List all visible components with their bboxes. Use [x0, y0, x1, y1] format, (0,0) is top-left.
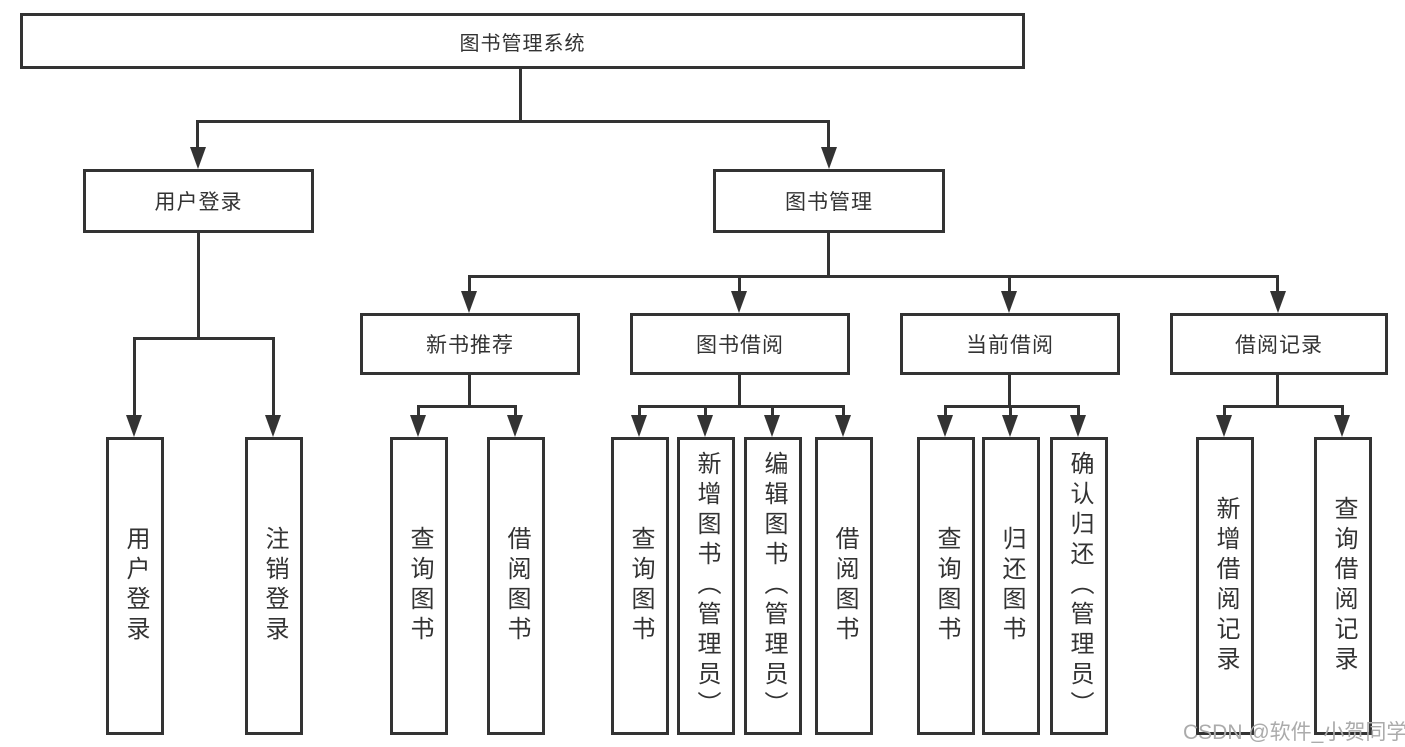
node-borrowing-records: 借阅记录: [1170, 313, 1388, 375]
leaf-query-books-current: 查询图书: [917, 437, 975, 735]
connector: [1223, 405, 1226, 419]
leaf-confirm-return-admin: 确认归还（管理员）: [1050, 437, 1108, 735]
connector: [468, 275, 1279, 278]
leaf-logout: 注销登录: [245, 437, 303, 735]
connector: [514, 405, 517, 419]
arrowhead: [937, 415, 953, 437]
node-label: 借阅记录: [1235, 334, 1323, 357]
connector: [1223, 405, 1344, 408]
leaf-return-books: 归还图书: [982, 437, 1040, 735]
connector: [417, 405, 420, 419]
node-label: 图书管理系统: [459, 32, 586, 55]
connector: [1009, 405, 1012, 419]
connector: [133, 337, 275, 340]
connector: [738, 375, 741, 405]
arrowhead: [461, 291, 477, 313]
arrowhead: [1002, 415, 1018, 437]
arrowhead: [1001, 291, 1017, 313]
arrowhead: [190, 147, 206, 169]
leaf-edit-books-admin: 编辑图书（管理员）: [744, 437, 802, 735]
node-root-library-management-system: 图书管理系统: [20, 13, 1025, 69]
connector: [1077, 405, 1080, 419]
connector: [519, 69, 522, 120]
connector: [827, 233, 830, 275]
arrowhead: [835, 415, 851, 437]
node-label: 借阅图书: [831, 526, 858, 646]
node-label: 图书管理: [785, 191, 873, 214]
arrowhead: [821, 147, 837, 169]
node-label: 确认归还（管理员）: [1066, 451, 1093, 721]
leaf-user-login: 用户登录: [106, 437, 164, 735]
arrowhead: [1070, 415, 1086, 437]
arrowhead: [697, 415, 713, 437]
connector: [638, 405, 641, 419]
connector: [1276, 275, 1279, 295]
arrowhead: [410, 415, 426, 437]
arrowhead: [1334, 415, 1350, 437]
arrowhead: [1216, 415, 1232, 437]
leaf-query-books-recommend: 查询图书: [390, 437, 448, 735]
connector: [196, 120, 830, 123]
leaf-borrow-books-borrowing: 借阅图书: [815, 437, 873, 735]
node-label: 查询图书: [406, 526, 433, 646]
node-current-borrowing: 当前借阅: [900, 313, 1120, 375]
node-label: 新书推荐: [426, 334, 514, 357]
node-label: 查询借阅记录: [1330, 496, 1357, 676]
connector: [468, 275, 471, 295]
leaf-add-borrow-record: 新增借阅记录: [1196, 437, 1254, 735]
connector: [827, 120, 830, 154]
connector: [638, 405, 845, 408]
leaf-add-books-admin: 新增图书（管理员）: [677, 437, 735, 735]
csdn-watermark: CSDN @软件_小贺同学: [1183, 721, 1405, 744]
arrowhead: [731, 291, 747, 313]
connector: [1008, 275, 1011, 295]
connector: [1276, 375, 1279, 405]
node-user-login: 用户登录: [83, 169, 314, 233]
connector: [197, 233, 200, 337]
node-label: 用户登录: [154, 191, 243, 214]
connector: [771, 405, 774, 419]
node-label: 当前借阅: [966, 334, 1054, 357]
arrowhead: [764, 415, 780, 437]
node-label: 图书借阅: [696, 334, 784, 357]
connector: [1341, 405, 1344, 419]
arrowhead: [265, 415, 281, 437]
connector: [196, 120, 199, 154]
node-label: 编辑图书（管理员）: [760, 451, 787, 721]
node-label: 注销登录: [261, 526, 288, 646]
node-book-borrowing: 图书借阅: [630, 313, 850, 375]
node-book-management: 图书管理: [713, 169, 945, 233]
connector: [842, 405, 845, 419]
connector: [738, 275, 741, 295]
connector: [417, 405, 517, 408]
leaf-borrow-books-recommend: 借阅图书: [487, 437, 545, 735]
arrowhead: [1270, 291, 1286, 313]
node-label: 借阅图书: [503, 526, 530, 646]
leaf-query-borrow-record: 查询借阅记录: [1314, 437, 1372, 735]
connector: [133, 337, 136, 419]
arrowhead: [631, 415, 647, 437]
node-label: 查询图书: [627, 526, 654, 646]
node-new-book-recommendation: 新书推荐: [360, 313, 580, 375]
arrowhead: [126, 415, 142, 437]
arrowhead: [507, 415, 523, 437]
node-label: 新增图书（管理员）: [693, 451, 720, 721]
connector: [468, 375, 471, 405]
connector: [944, 405, 1080, 408]
connector: [272, 337, 275, 419]
node-label: 归还图书: [998, 526, 1025, 646]
node-label: 查询图书: [933, 526, 960, 646]
connector: [944, 405, 947, 419]
node-label: 新增借阅记录: [1212, 496, 1239, 676]
leaf-query-books-borrowing: 查询图书: [611, 437, 669, 735]
connector: [1008, 375, 1011, 405]
node-label: 用户登录: [122, 526, 149, 646]
connector: [704, 405, 707, 419]
